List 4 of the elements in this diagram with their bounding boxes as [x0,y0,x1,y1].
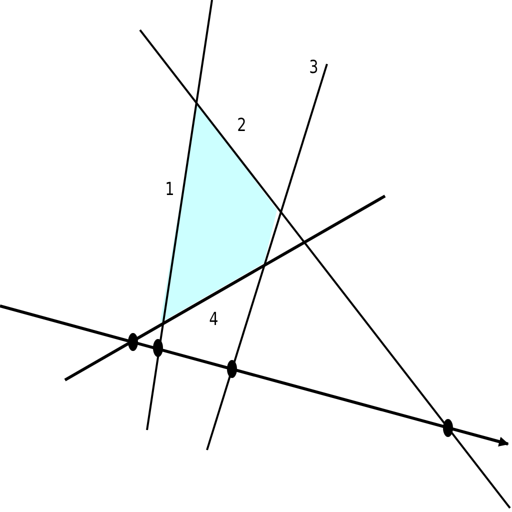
line-number: 4 [209,310,218,330]
line-number: 3 [309,58,318,78]
line-number: 2 [237,116,246,136]
line-number: 1 [165,180,174,200]
